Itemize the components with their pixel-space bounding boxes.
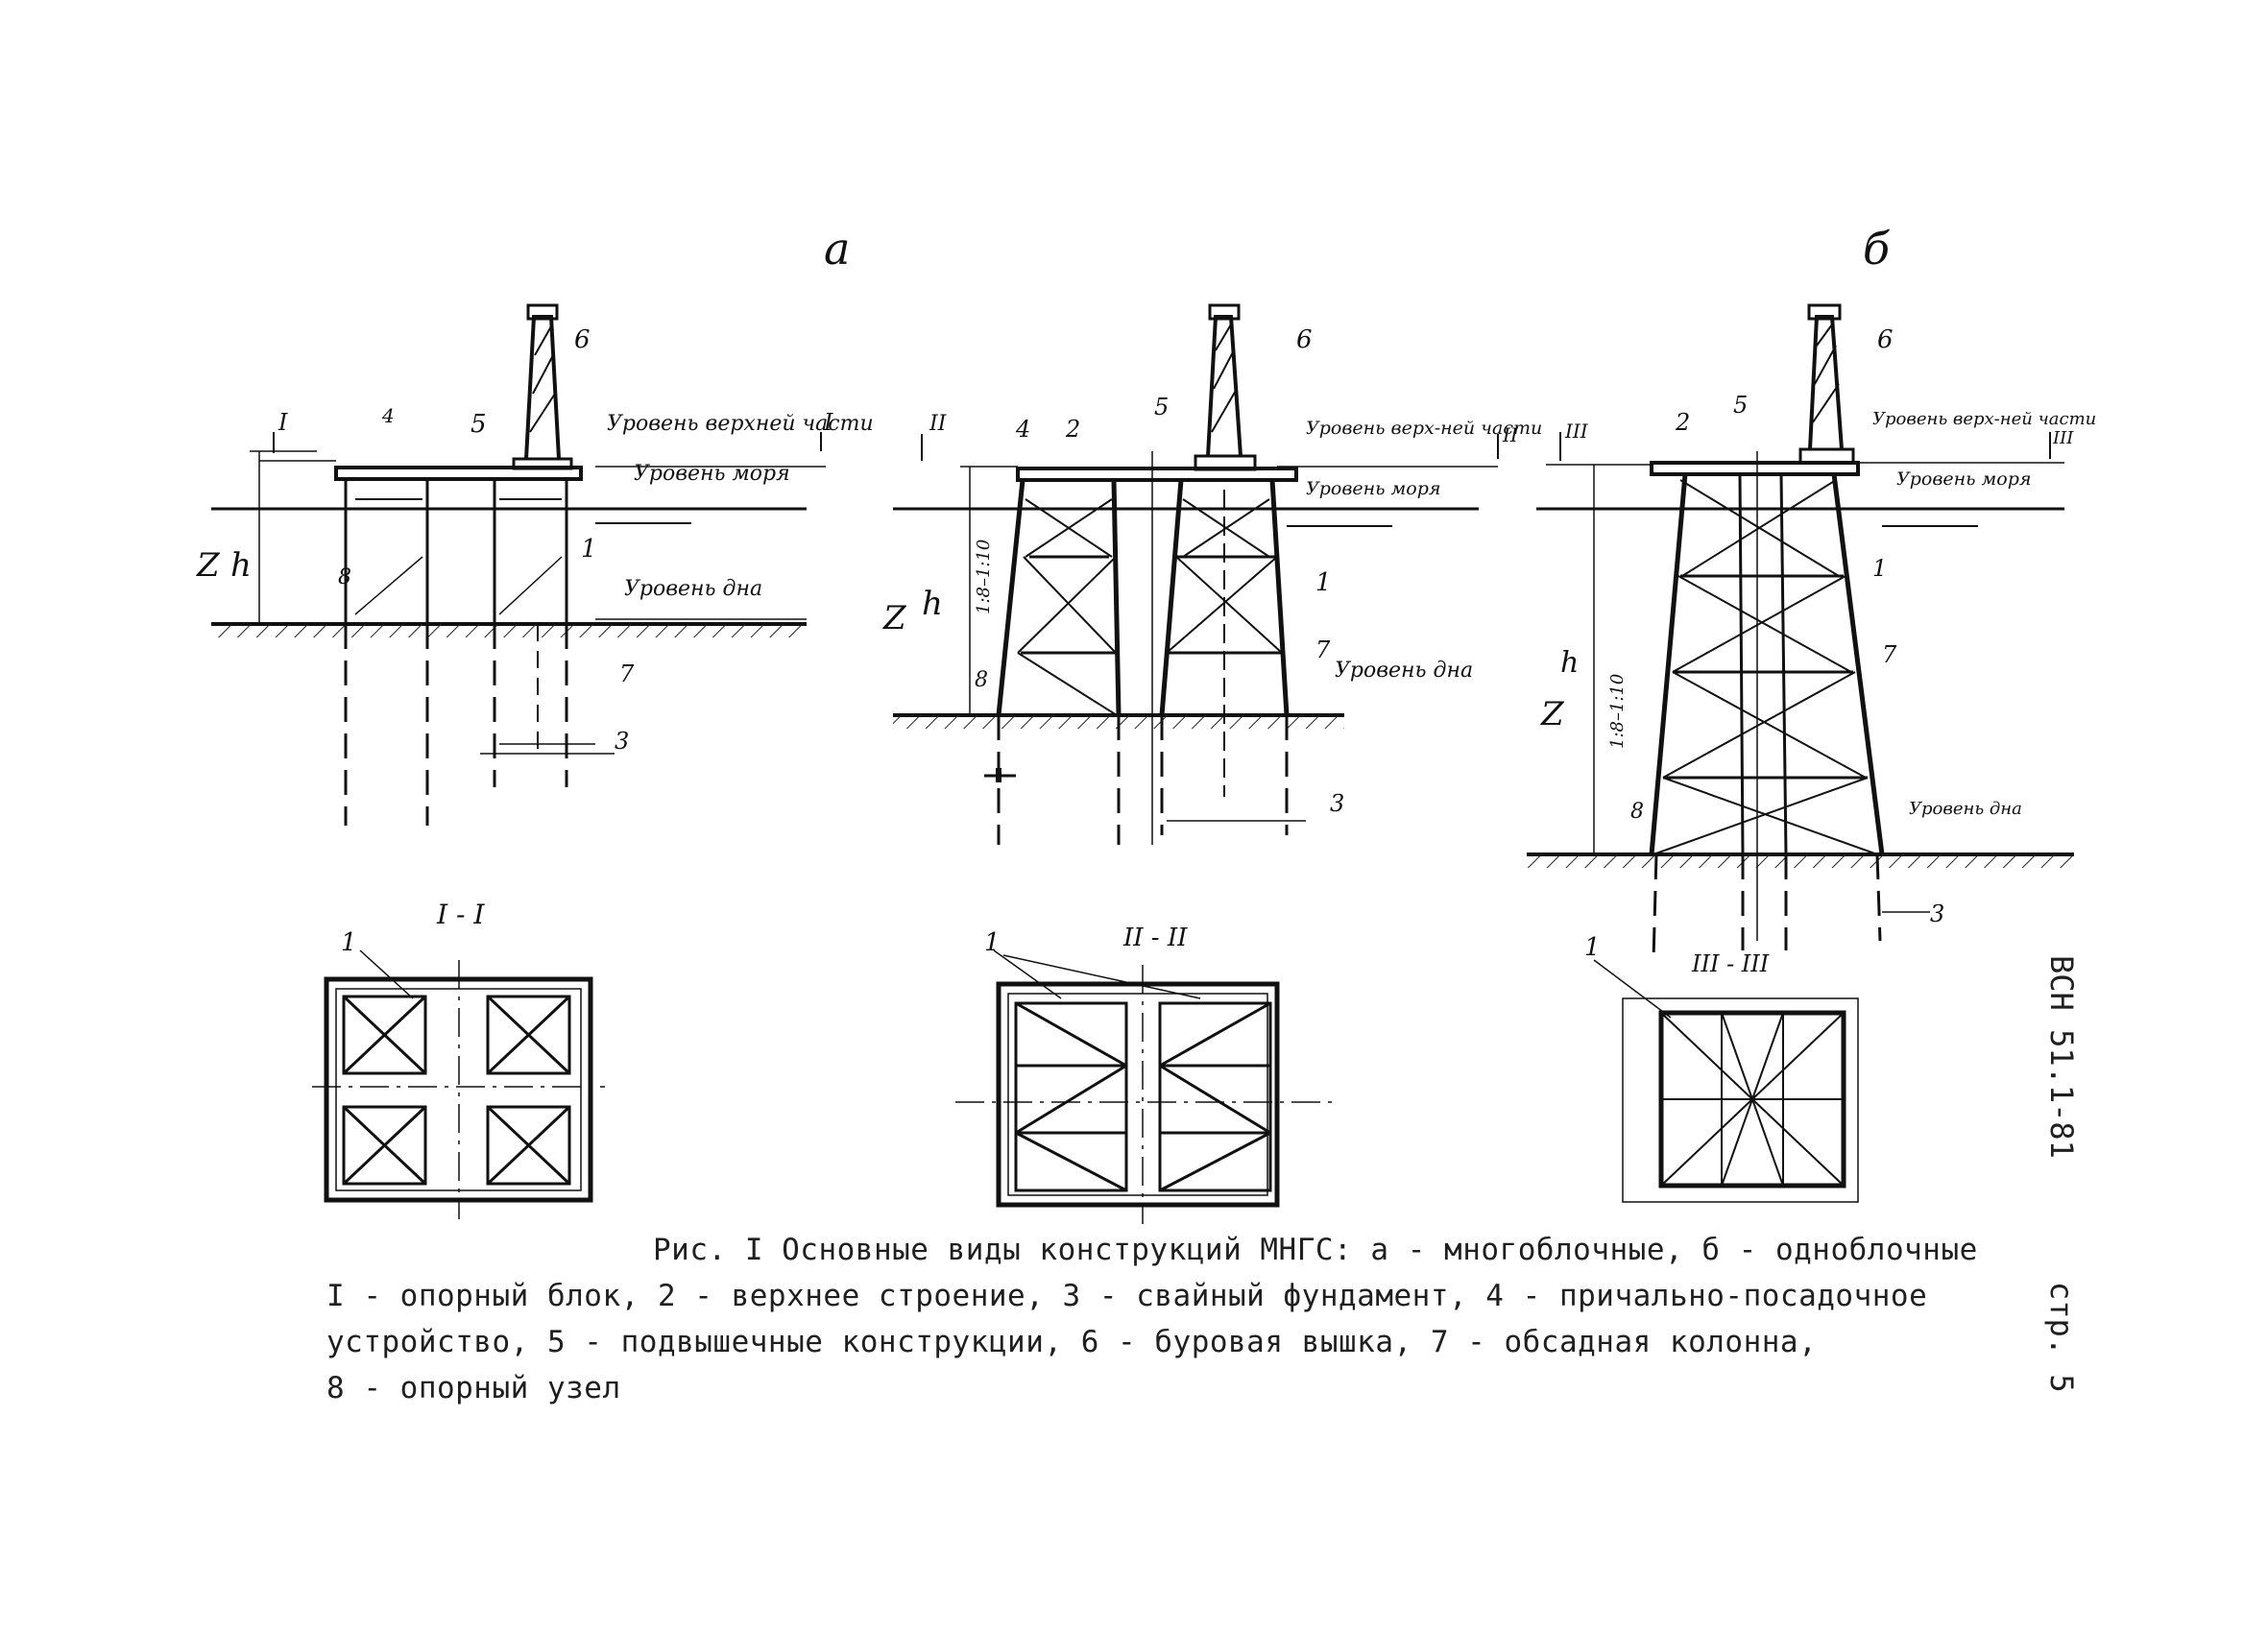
callout-8-d3: 8 (1630, 800, 1644, 824)
callout-3-d1: 3 (615, 728, 629, 755)
callout-7-d3: 7 (1882, 641, 1897, 668)
caption-line-2: I - опорный блок, 2 - верхнее строение, … (326, 1279, 1928, 1313)
callout-8-d2: 8 (975, 668, 988, 692)
dim-z-1: Z (196, 546, 221, 585)
section-mark-3-right: III (2052, 428, 2074, 448)
level-top-d1: Уровень верхней части (607, 412, 874, 436)
callout-5-d1: 5 (470, 410, 487, 439)
level-sea-d2: Уровень моря (1306, 478, 1440, 499)
callout-5-d3: 5 (1733, 392, 1748, 419)
callout-1-d3: 1 (1872, 555, 1887, 582)
diagram-multiblock-1 (211, 303, 826, 826)
level-top-d3: Уровень верх-ней части (1872, 409, 2096, 429)
callout-3-d2: 3 (1330, 790, 1344, 817)
callout-1-plan3: 1 (1584, 933, 1601, 962)
callout-4-d1: 4 (381, 404, 395, 427)
caption-line-4: 8 - опорный узел (326, 1371, 621, 1405)
level-bottom-d1: Уровень дна (624, 577, 762, 601)
panel-letter-b: б (1863, 223, 1891, 275)
section-mark-2-left: II (929, 412, 948, 436)
figure-caption: Рис. I Основные виды конструкций МНГС: а… (326, 1227, 2016, 1411)
callout-1-d2: 1 (1315, 568, 1332, 597)
callout-1-plan1: 1 (341, 928, 357, 957)
level-sea-d3: Уровень моря (1896, 468, 2031, 490)
dim-h-1: h (230, 546, 252, 585)
level-sea-d1: Уровень моря (634, 462, 790, 486)
document-code: ВСН 51.1-81 (2043, 955, 2080, 1159)
callout-7-d1: 7 (619, 660, 635, 687)
panel-letter-a: а (824, 223, 850, 275)
caption-line-3: устройство, 5 - подвышечные конструкции,… (326, 1325, 1818, 1359)
page-number: стр. 5 (2043, 1282, 2080, 1393)
dim-z-2: Z (882, 599, 907, 637)
section-mark-1-left: I (277, 409, 288, 436)
callout-6-d1: 6 (574, 325, 591, 354)
callout-2-d2: 2 (1065, 416, 1080, 443)
section-title-2: II - II (1122, 924, 1188, 952)
slope-d3: 1:8–1:10 (1607, 674, 1628, 749)
callout-5-d2: 5 (1154, 394, 1169, 420)
callout-6-d3: 6 (1877, 325, 1894, 354)
section-mark-1-right: I (823, 409, 833, 436)
section-plan-1 (312, 949, 605, 1219)
diagram-multiblock-2 (893, 303, 1499, 845)
callout-1-d1: 1 (581, 535, 597, 564)
section-mark-2-right: II (1502, 423, 1519, 446)
callout-8-d1: 8 (338, 565, 351, 589)
dim-h-2: h (922, 585, 943, 623)
callout-7-d2: 7 (1315, 636, 1331, 663)
level-bottom-d3: Уровень дна (1909, 799, 2022, 819)
level-bottom-d2: Уровень дна (1335, 659, 1473, 683)
callout-1-plan2: 1 (984, 928, 1001, 957)
diagram-singleblock (1527, 303, 2074, 961)
level-top-d2: Уровень верх-ней части (1306, 418, 1542, 439)
callout-3-d3: 3 (1930, 901, 1944, 927)
callout-4-d2: 4 (1015, 416, 1030, 443)
section-mark-3-left: III (1564, 420, 1589, 443)
section-plan-2 (955, 949, 1339, 1224)
caption-line-1: Рис. I Основные виды конструкций МНГС: а… (653, 1233, 1978, 1267)
dim-h-3: h (1560, 646, 1579, 680)
callout-2-d3: 2 (1675, 409, 1690, 436)
section-title-1: I - I (436, 899, 485, 930)
dim-z-3: Z (1540, 695, 1565, 733)
section-title-3: III - III (1691, 950, 1770, 977)
callout-6-d2: 6 (1296, 325, 1313, 354)
section-plan-3 (1593, 959, 1859, 1203)
slope-d2: 1:8–1:10 (974, 540, 994, 614)
